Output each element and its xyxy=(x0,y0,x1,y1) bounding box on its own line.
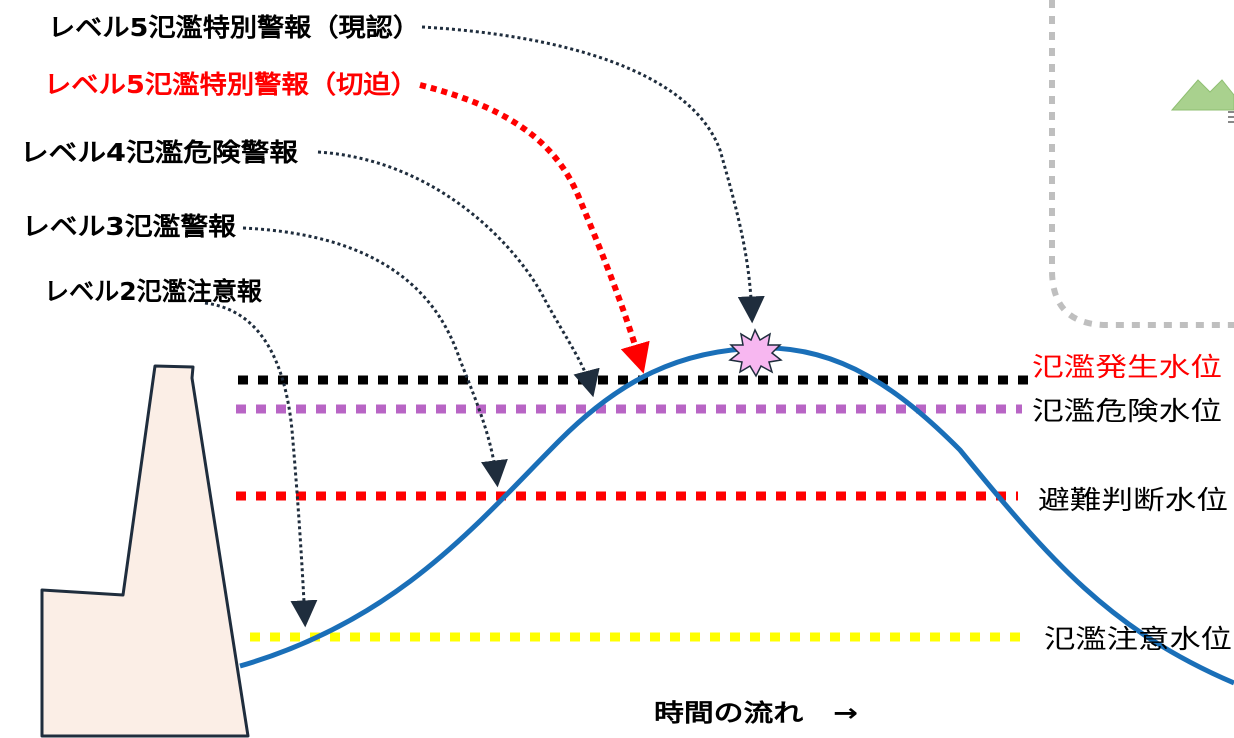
flood-burst-icon xyxy=(728,328,783,378)
warning-label-level5-imminent: レベル5氾濫特別警報（切迫） xyxy=(44,70,418,99)
leader-level5-imminent xyxy=(419,82,650,374)
mountain-icon xyxy=(1170,79,1234,123)
leader-level5-confirmed xyxy=(421,25,765,324)
water-level-label-flood-danger: 氾濫危険水位 xyxy=(1032,397,1222,427)
warning-label-level3: レベル3氾濫警報 xyxy=(22,212,237,241)
water-level-label-flood-caution: 氾濫注意水位 xyxy=(1044,625,1232,655)
leader-level3 xyxy=(242,226,508,488)
warning-label-level4: レベル4氾濫危険警報 xyxy=(20,138,299,167)
leader-level4 xyxy=(317,150,600,398)
levee-shape xyxy=(40,364,250,738)
leader-level2 xyxy=(204,301,318,628)
time-axis-label: 時間の流れ → xyxy=(654,699,858,727)
warning-label-level2: レベル2氾濫注意報 xyxy=(44,277,263,306)
inset-panel xyxy=(1049,0,1234,328)
water-level-label-flood-occurrence: 氾濫発生水位 xyxy=(1032,353,1222,383)
warning-label-level5-confirmed: レベル5氾濫特別警報（現認） xyxy=(48,13,420,42)
inset-border xyxy=(1049,0,1234,328)
water-level-label-evacuation-decision: 避難判断水位 xyxy=(1038,486,1228,516)
